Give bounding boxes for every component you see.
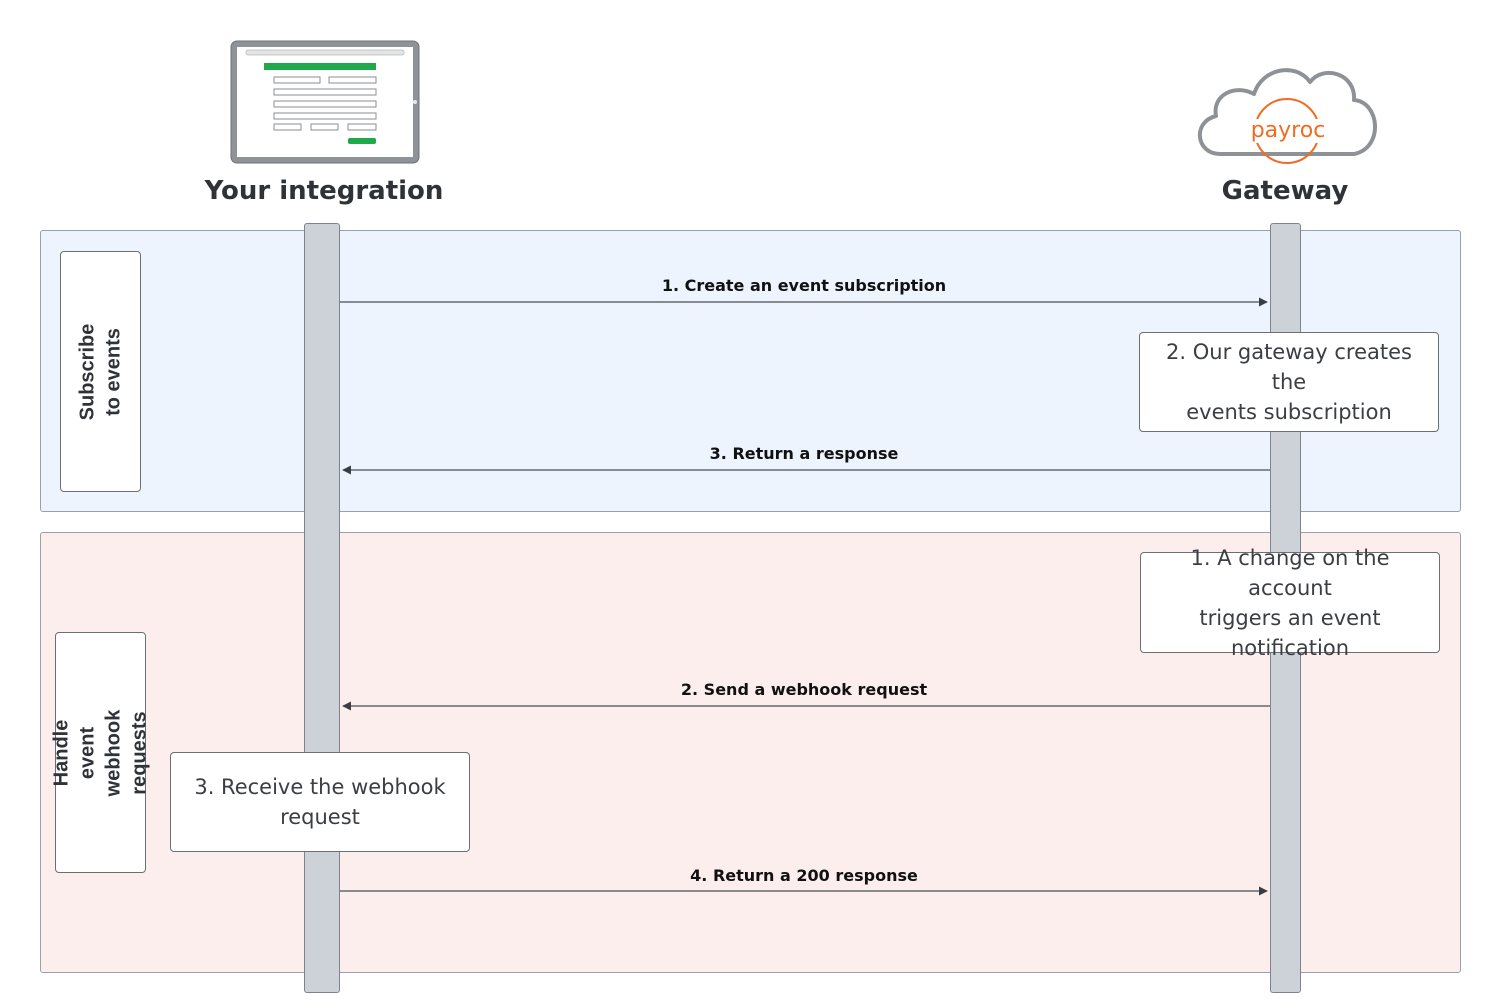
tablet-form-icon (230, 40, 420, 164)
message-label-send-webhook: 2. Send a webhook request (680, 680, 928, 699)
message-label-return-response: 3. Return a response (709, 444, 899, 463)
payroc-cloud-icon: payroc (1190, 56, 1386, 168)
note-receive-webhook: 3. Receive the webhook request (170, 752, 470, 852)
message-label-return-200: 4. Return a 200 response (690, 866, 918, 885)
payroc-logo-text: payroc (1234, 119, 1342, 143)
message-label-create-subscription: 1. Create an event subscription (661, 276, 947, 295)
section-label-webhook: Handle event webhook requests (51, 632, 151, 873)
note-gateway-creates-subscription: 2. Our gateway creates the events subscr… (1139, 332, 1439, 432)
note-account-change-trigger: 1. A change on the account triggers an e… (1140, 546, 1440, 660)
section-label-subscribe: Subscribe to events (60, 251, 141, 492)
lifeline-integration (304, 223, 340, 993)
integration-title: Your integration (204, 176, 444, 206)
gateway-title: Gateway (1221, 176, 1349, 206)
